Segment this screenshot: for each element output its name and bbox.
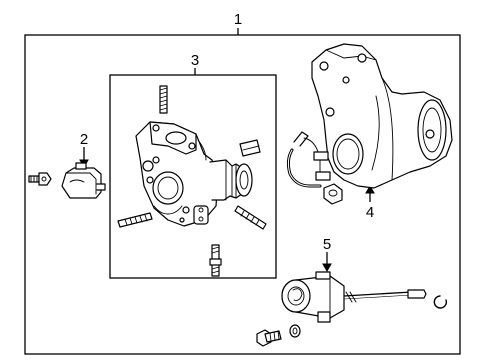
washer-icon xyxy=(289,324,301,338)
stud-icon xyxy=(209,244,222,277)
actuator-icon xyxy=(61,162,106,199)
bolt-icon xyxy=(28,172,52,186)
gasket-icon xyxy=(239,139,261,157)
assembly-frame xyxy=(24,34,461,355)
exhaust-pipe-icon xyxy=(311,43,453,189)
clip-icon xyxy=(433,295,448,309)
stud-icon xyxy=(117,212,153,228)
nut-icon xyxy=(323,183,343,205)
arrow-4 xyxy=(365,184,375,194)
callout-3: 3 xyxy=(191,52,199,69)
callout-4: 4 xyxy=(366,204,374,221)
clamp-icon xyxy=(286,131,331,188)
stud-icon xyxy=(159,85,168,114)
sub-assembly-frame xyxy=(109,74,277,279)
stud-icon xyxy=(234,205,267,230)
callout-5: 5 xyxy=(323,236,331,253)
wastegate-actuator-icon xyxy=(281,271,427,323)
callout-1: 1 xyxy=(234,11,242,28)
turbo-housing-icon xyxy=(135,121,253,227)
arrow-5 xyxy=(322,263,332,273)
callout-2: 2 xyxy=(80,131,88,148)
bolt-icon xyxy=(256,329,282,347)
